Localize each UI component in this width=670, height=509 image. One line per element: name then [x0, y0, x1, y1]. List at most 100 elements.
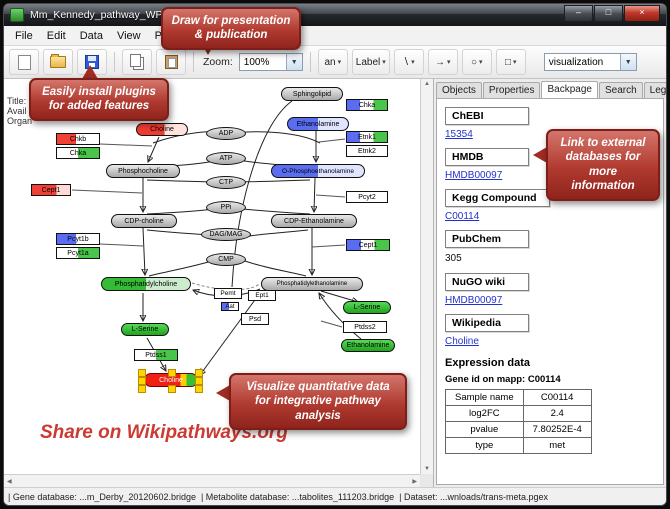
toolbar-separator [309, 52, 311, 72]
wikipedia-link[interactable]: Choline [445, 336, 479, 347]
node-atp[interactable]: ATP [206, 152, 246, 165]
node-ept1[interactable]: Ept1 [248, 290, 276, 301]
tab-legend[interactable]: Legend [643, 82, 666, 98]
node-choline[interactable]: Choline [136, 123, 188, 136]
chevron-down-icon[interactable]: ▼ [285, 54, 302, 70]
new-pathway-button[interactable] [9, 49, 39, 75]
node-aat[interactable]: Aat [221, 302, 239, 311]
rectangle-tool-button[interactable]: □▾ [495, 49, 526, 75]
node-phosphocholine[interactable]: Phosphocholine [106, 164, 180, 178]
node-dag-mag[interactable]: DAG/MAG [201, 228, 251, 241]
scrollbar-corner [420, 474, 433, 487]
selection-handle[interactable] [168, 385, 176, 393]
hmdb-link[interactable]: HMDB00097 [445, 170, 503, 181]
ellipse-tool-button[interactable]: ○▾ [461, 49, 492, 75]
node-cdp-choline[interactable]: CDP-choline [111, 214, 177, 228]
node-pcyt1b[interactable]: Pcyt1b [56, 233, 100, 245]
scroll-up-icon[interactable]: ▲ [424, 81, 430, 87]
node-ptdss2[interactable]: Ptdss2 [343, 321, 387, 333]
menu-file[interactable]: File [15, 29, 33, 42]
node-phosphatidylethanolamine[interactable]: Phosphatidylethanolamine [261, 277, 363, 291]
expression-table: Sample name C00114 log2FC 2.4 pvalue 7.8… [445, 389, 592, 454]
node-ctp[interactable]: CTP [206, 176, 246, 189]
node-sphingolipid[interactable]: Sphingolipid [281, 87, 343, 101]
selection-handle[interactable] [138, 385, 146, 393]
datanode-tool-button[interactable]: an▾ [317, 49, 348, 75]
line-tool-button[interactable]: ∖▾ [393, 49, 424, 75]
node-chkb[interactable]: Chkb [56, 133, 100, 145]
maximize-button[interactable]: □ [594, 4, 623, 22]
node-cept1-left[interactable]: Cept1 [31, 184, 71, 196]
toolbar-separator [114, 52, 115, 72]
selection-handle[interactable] [168, 369, 176, 377]
gene-id-line: Gene id on mapp: C00114 [445, 374, 561, 385]
tab-properties[interactable]: Properties [482, 82, 541, 98]
node-phosphatidylcholine[interactable]: Phosphatidylcholine [101, 277, 191, 291]
node-chka[interactable]: Chka [56, 147, 100, 159]
node-adp[interactable]: ADP [206, 127, 246, 140]
pathway-canvas-panel: Title: Avail Organ [4, 79, 434, 487]
backpage-panel: ChEBI 15354 HMDB HMDB00097 Kegg Compound… [436, 98, 664, 485]
node-cmp[interactable]: CMP [206, 253, 246, 266]
selection-handle[interactable] [138, 369, 146, 377]
node-chka-top[interactable]: Chka [346, 99, 388, 111]
close-button[interactable]: × [624, 4, 660, 22]
vertical-scrollbar[interactable]: ▲▼ [420, 79, 433, 474]
visualization-select[interactable]: visualization ▼ [543, 53, 637, 71]
label-tool-button[interactable]: Label▾ [351, 49, 390, 75]
selection-handle[interactable] [195, 385, 203, 393]
datanode-tool-label: an [324, 56, 336, 68]
node-ptdss1[interactable]: Ptdss1 [134, 349, 178, 361]
menu-view[interactable]: View [116, 29, 141, 42]
selection-handle[interactable] [195, 369, 203, 377]
scroll-right-icon[interactable]: ▶ [412, 478, 417, 485]
table-cell: 7.80252E-4 [522, 421, 592, 438]
pathway-edge [200, 292, 261, 375]
section-header-wikipedia: Wikipedia [445, 314, 529, 332]
chebi-link[interactable]: 15354 [445, 129, 473, 140]
section-header-pubchem: PubChem [445, 230, 529, 248]
node-l-serine-right[interactable]: L-Serine [343, 301, 391, 314]
nugo-link[interactable]: HMDB00097 [445, 295, 503, 306]
zoom-value: 100% [243, 56, 270, 68]
chevron-down-icon: ▾ [513, 59, 517, 66]
selection-handle[interactable] [195, 377, 203, 385]
tab-backpage[interactable]: Backpage [541, 81, 598, 98]
node-etnk2[interactable]: Etnk2 [346, 145, 388, 157]
zoom-select[interactable]: 100% ▼ [238, 53, 303, 71]
minimize-button[interactable]: – [564, 4, 593, 22]
copy-icon [130, 54, 141, 67]
node-o-phosphoethanolamine[interactable]: O-Phosphoethanolamine [271, 164, 365, 178]
chevron-down-icon[interactable]: ▼ [619, 54, 636, 70]
kegg-link[interactable]: C00114 [445, 211, 480, 222]
node-ethanolamine-top[interactable]: Ethanolamine [287, 117, 349, 131]
horizontal-scrollbar[interactable]: ◀▶ [4, 474, 420, 487]
open-button[interactable] [43, 49, 73, 75]
node-pcyt1a[interactable]: Pcyt1a [56, 247, 100, 259]
node-psd[interactable]: Psd [241, 313, 269, 325]
gene-connector [99, 143, 153, 147]
section-header-chebi: ChEBI [445, 107, 529, 125]
toolbar: Zoom: 100% ▼ an▾ Label▾ ∖▾ →▾ ○▾ □▾ visu… [4, 46, 666, 79]
scroll-down-icon[interactable]: ▼ [424, 466, 430, 472]
node-l-serine-left[interactable]: L-Serine [121, 323, 169, 336]
tab-objects[interactable]: Objects [436, 82, 482, 98]
selection-handle[interactable] [138, 377, 146, 385]
node-cdp-ethanolamine[interactable]: CDP-Ethanolamine [271, 214, 357, 228]
line-icon: ∖ [402, 56, 410, 68]
scroll-left-icon[interactable]: ◀ [7, 478, 12, 485]
pathway-drawing-canvas[interactable]: Sphingolipid Chka Ethanolamine Choline A… [9, 81, 420, 474]
paste-button[interactable] [156, 49, 186, 75]
node-ppi[interactable]: PPi [206, 201, 246, 214]
tab-search[interactable]: Search [598, 82, 643, 98]
menu-edit[interactable]: Edit [46, 29, 66, 42]
arrow-tool-button[interactable]: →▾ [427, 49, 458, 75]
copy-button[interactable] [122, 49, 152, 75]
menu-data[interactable]: Data [79, 29, 103, 42]
node-etnk1[interactable]: Etnk1 [346, 131, 388, 143]
node-ethanolamine-bottom[interactable]: Ethanolamine [341, 339, 395, 352]
node-pcyt2[interactable]: Pcyt2 [346, 191, 388, 203]
node-pemt[interactable]: Pemt [214, 288, 242, 299]
node-cept1-right[interactable]: Cept1 [346, 239, 390, 251]
table-row: type met [445, 437, 592, 454]
